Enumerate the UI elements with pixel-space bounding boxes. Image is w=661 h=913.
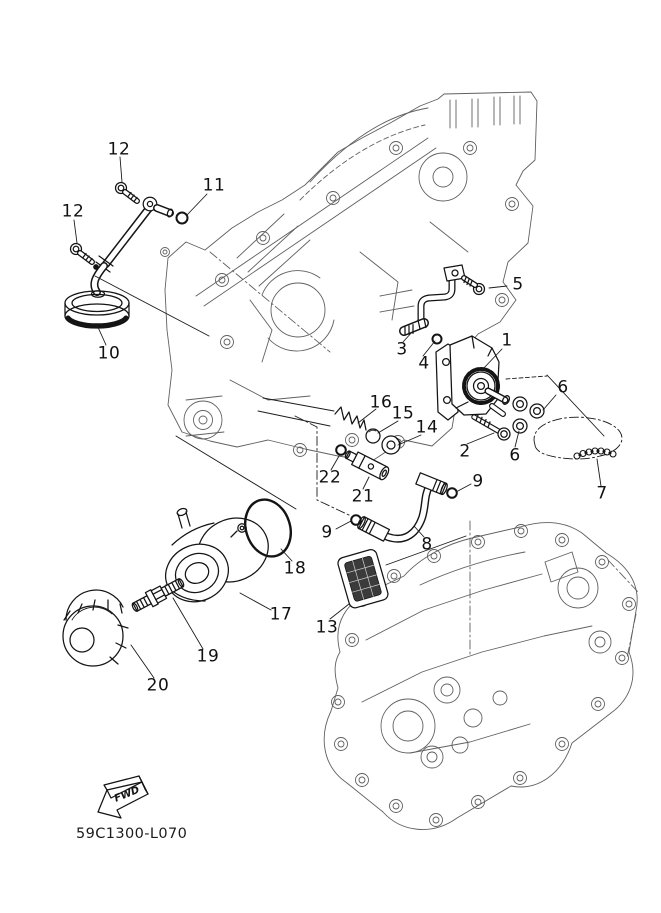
- gasket-reference-outline: [533, 416, 623, 460]
- seal-washers: [512, 396, 545, 434]
- pump-bolt-part: [471, 414, 511, 441]
- callout-oil-pipe-lower: 8: [421, 534, 433, 555]
- diagram-code: 59C1300-L070: [76, 826, 188, 842]
- callout-pump-chain: 7: [596, 483, 608, 504]
- callout-oring-valve: 22: [318, 467, 342, 488]
- callout-oil-filter: 20: [146, 675, 170, 696]
- fwd-arrow: FWD: [97, 775, 149, 819]
- oring-9-upper: [446, 487, 458, 499]
- callout-strainer-screen: 13: [315, 617, 339, 638]
- callout-relief-spring: 16: [369, 392, 393, 413]
- crankcase-outline: [160, 91, 538, 462]
- callout-seal-washer-right: 6: [557, 377, 569, 398]
- callout-leader-lines: [73, 156, 605, 679]
- callout-oil-cooler: 17: [269, 604, 293, 625]
- oring-18: [244, 498, 292, 558]
- callout-oring-pipe8-upper: 9: [472, 471, 484, 492]
- callout-oil-pipe-upper: 3: [396, 339, 408, 360]
- callout-relief-valve: 21: [351, 486, 375, 507]
- oring-4: [431, 333, 443, 345]
- callout-oring-strainer-pipe: 11: [202, 175, 226, 196]
- oring-9-lower: [350, 514, 362, 526]
- oil-filter-part: [62, 589, 129, 667]
- oil-pipe-3: [399, 264, 466, 336]
- bolt-5: [461, 275, 486, 296]
- callout-oring-pipe8-lower: 9: [321, 522, 333, 543]
- crankcase-cover-outline: [323, 520, 639, 830]
- valve-seat-part: [381, 435, 401, 455]
- union-bolt-part: [131, 578, 185, 612]
- callout-oil-strainer: 10: [97, 343, 121, 364]
- callout-oring-cooler: 18: [283, 558, 307, 579]
- callout-oring-pipe-upper: 4: [418, 353, 430, 374]
- pump-chain-part: [573, 447, 617, 460]
- callout-valve-seat: 14: [415, 417, 439, 438]
- strainer-bolt-lower: [69, 242, 95, 265]
- callout-oil-pump: 1: [501, 330, 513, 351]
- strainer-bolt-upper: [114, 181, 140, 204]
- oil-cooler-part: [165, 507, 269, 603]
- oring-11: [175, 211, 189, 225]
- callout-stay-bolt: 5: [512, 274, 524, 295]
- oil-pump-part: [435, 335, 511, 421]
- callout-bolt-strainer-lower: 12: [61, 201, 85, 222]
- callout-union-bolt: 19: [196, 646, 220, 667]
- oil-pipe-8-part: [357, 472, 448, 543]
- relief-spring-part: [334, 406, 367, 431]
- oring-22: [335, 444, 347, 456]
- callout-seal-washer-lower: 6: [509, 445, 521, 466]
- callout-pump-bolt: 2: [459, 441, 471, 462]
- callout-bolt-strainer-upper: 12: [107, 139, 131, 160]
- callout-relief-ball: 15: [391, 403, 415, 424]
- relief-ball-part: [365, 428, 381, 444]
- relief-valve-body-part: [344, 450, 390, 481]
- strainer-screen-part: [337, 549, 389, 609]
